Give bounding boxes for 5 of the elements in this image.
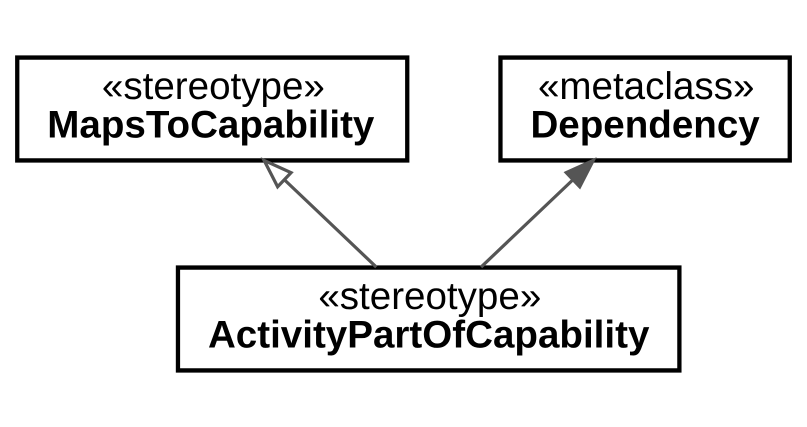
node-box: «stereotype» MapsToCapability bbox=[15, 54, 410, 162]
arrow bbox=[260, 156, 378, 268]
node-box: «metaclass» Dependency bbox=[498, 54, 792, 162]
node-box: «stereotype» ActivityPartOfCapability bbox=[176, 264, 682, 372]
arrow bbox=[480, 156, 597, 268]
